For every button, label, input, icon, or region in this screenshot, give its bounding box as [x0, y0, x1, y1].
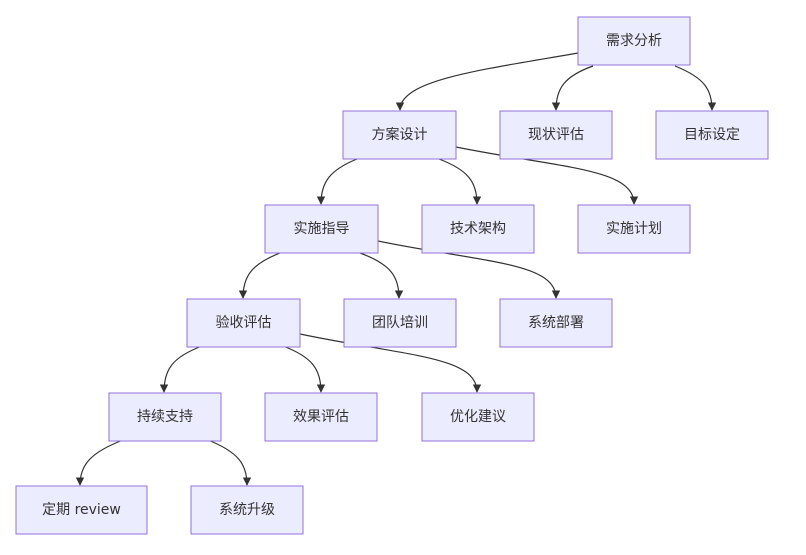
edge-n2-n7 — [455, 146, 639, 205]
node-n7[interactable]: 实施计划 — [577, 204, 691, 254]
node-label: 定期 review — [42, 502, 121, 518]
node-n14[interactable]: 定期 review — [15, 485, 148, 535]
node-label: 技术架构 — [450, 221, 506, 237]
node-n8[interactable]: 验收评估 — [186, 298, 301, 348]
node-n13[interactable]: 优化建议 — [421, 392, 535, 442]
node-n3[interactable]: 现状评估 — [499, 110, 613, 160]
edge-n8-n12 — [282, 345, 326, 393]
edge-n1-n4 — [674, 65, 717, 111]
node-label: 验收评估 — [216, 315, 272, 331]
edge-n5-n9 — [359, 252, 404, 299]
node-label: 实施指导 — [294, 221, 350, 237]
node-n2[interactable]: 方案设计 — [342, 110, 457, 160]
edge-n2-n5 — [316, 158, 358, 205]
node-label: 实施计划 — [606, 221, 662, 237]
node-n6[interactable]: 技术架构 — [421, 204, 535, 254]
node-n12[interactable]: 效果评估 — [264, 392, 378, 442]
edge-n5-n10 — [377, 240, 561, 299]
node-label: 现状评估 — [528, 127, 584, 143]
node-n5[interactable]: 实施指导 — [264, 204, 379, 254]
node-n4[interactable]: 目标设定 — [655, 110, 769, 160]
node-label: 持续支持 — [137, 408, 193, 425]
edge-n1-n2 — [395, 52, 579, 111]
node-n1[interactable]: 需求分析 — [577, 16, 691, 66]
node-label: 需求分析 — [606, 33, 662, 49]
node-n9[interactable]: 团队培训 — [343, 298, 457, 348]
edge-n8-n11 — [159, 345, 203, 393]
node-label: 系统部署 — [528, 315, 584, 331]
edge-n11-n15 — [207, 439, 252, 486]
node-label: 方案设计 — [372, 126, 428, 143]
edge-n8-n13 — [299, 333, 482, 393]
node-label: 系统升级 — [219, 502, 275, 518]
node-label: 目标设定 — [684, 127, 740, 143]
node-label: 效果评估 — [293, 409, 349, 425]
node-label: 团队培训 — [372, 315, 428, 331]
edge-n5-n8 — [238, 252, 281, 299]
edge-n1-n3 — [551, 65, 594, 111]
node-label: 优化建议 — [450, 409, 506, 425]
node-n10[interactable]: 系统部署 — [499, 298, 613, 348]
node-n15[interactable]: 系统升级 — [190, 485, 304, 535]
edge-n2-n6 — [438, 158, 482, 205]
edges — [75, 52, 717, 486]
node-n11[interactable]: 持续支持 — [108, 392, 222, 442]
edge-n11-n14 — [75, 439, 124, 486]
